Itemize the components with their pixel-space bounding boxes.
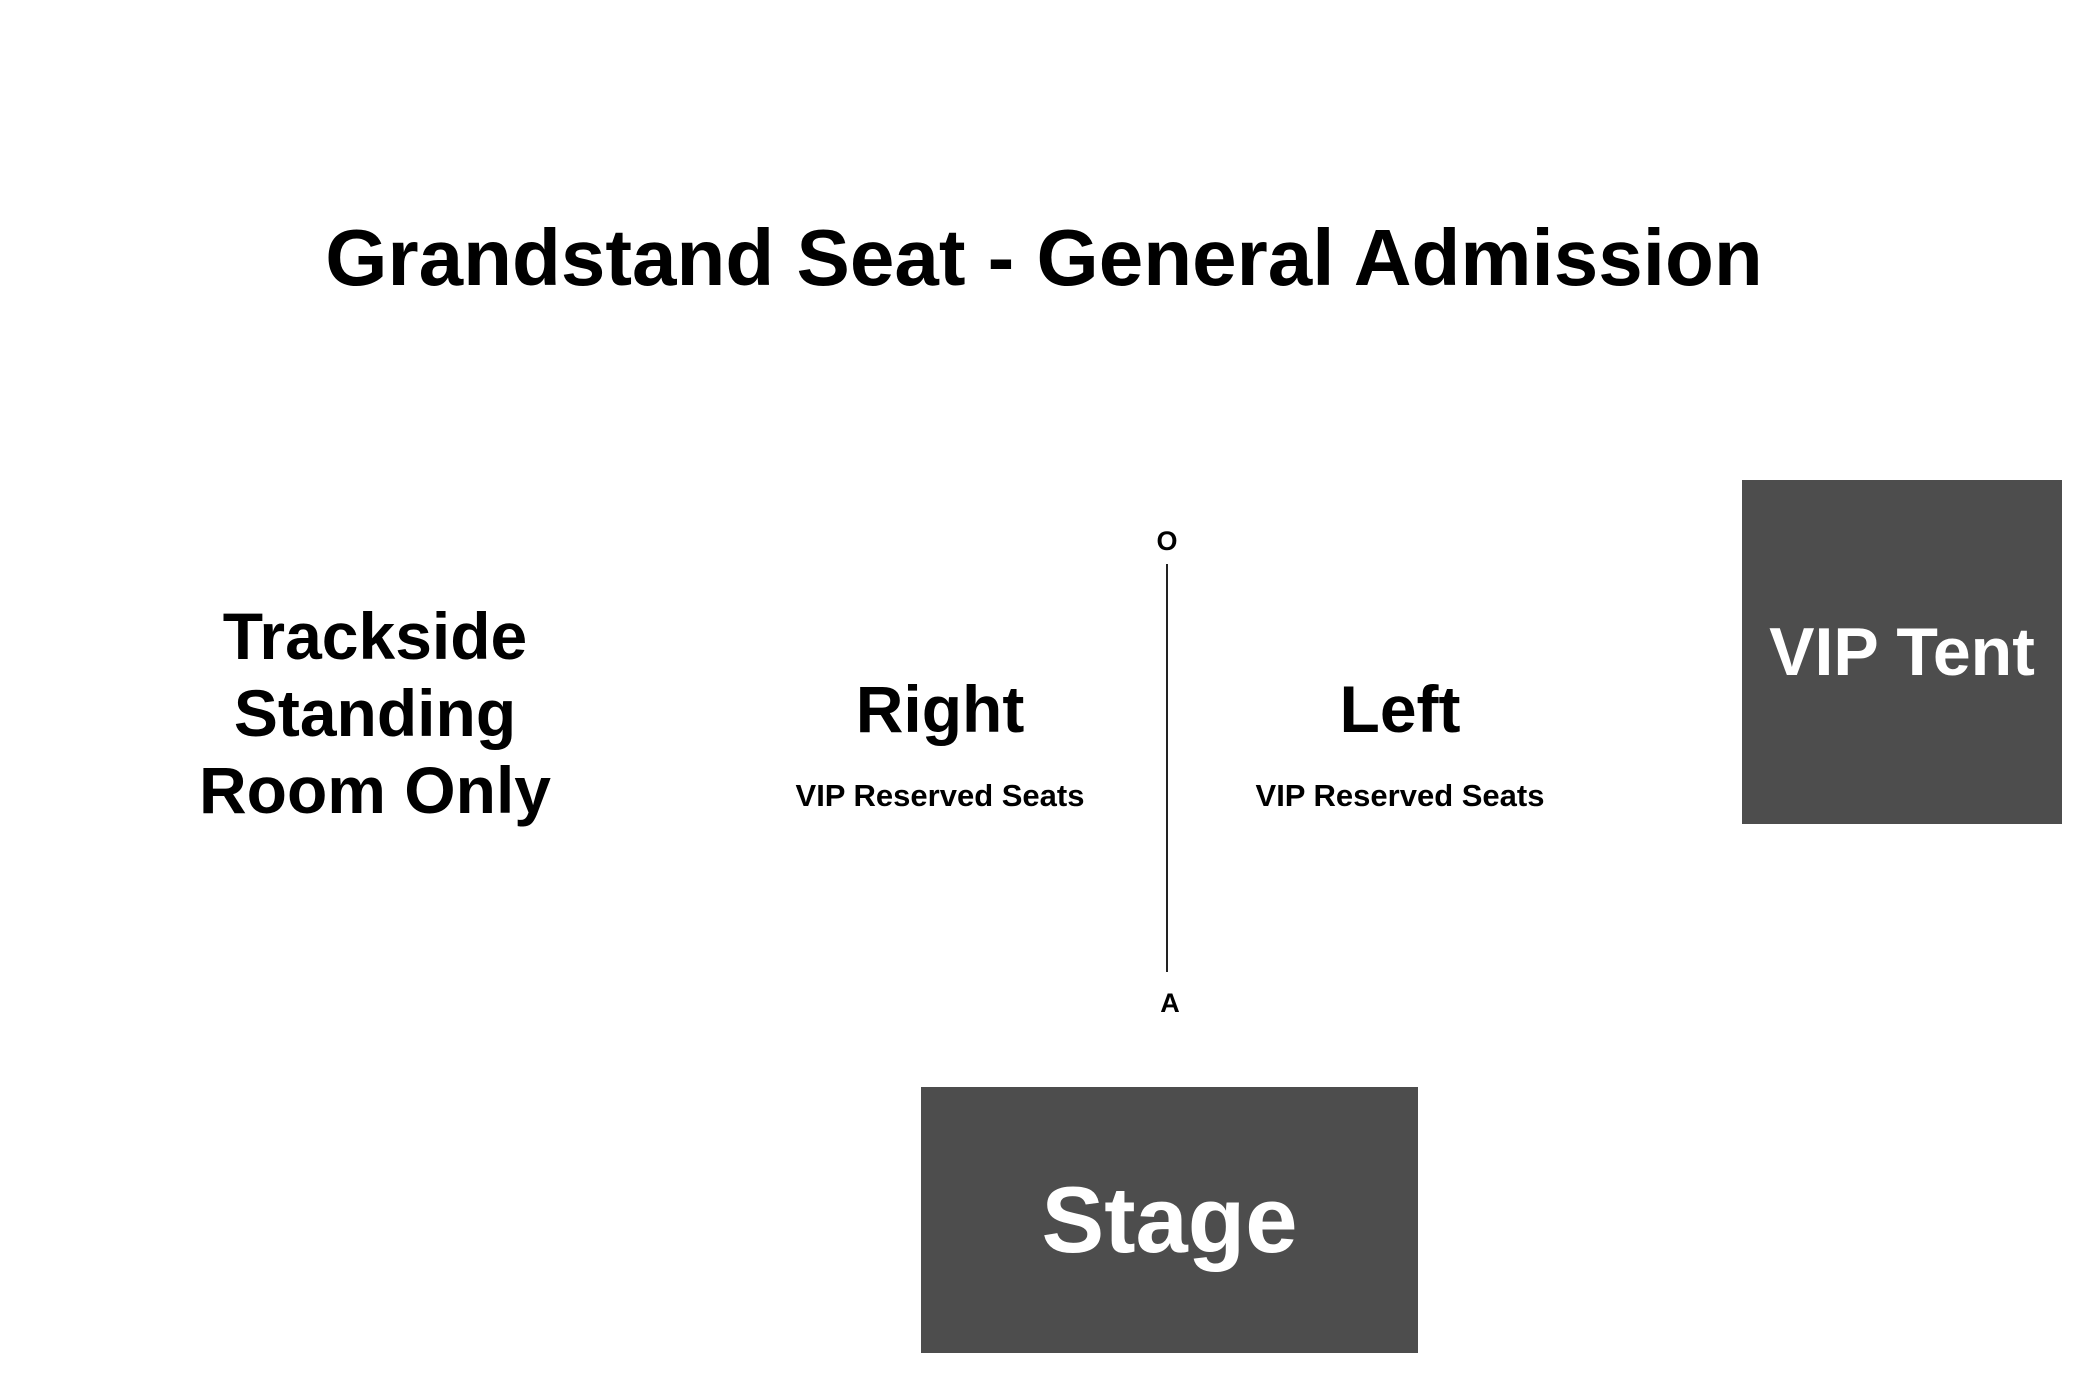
section-trackside-standing[interactable]: Trackside Standing Room Only bbox=[198, 599, 551, 827]
row-divider-line bbox=[1166, 564, 1168, 972]
row-label-bottom: A bbox=[1160, 988, 1180, 1018]
section-left-label[interactable]: Left bbox=[1339, 672, 1461, 746]
vip-tent-block[interactable]: VIP Tent bbox=[1742, 480, 2062, 824]
row-label-top: O bbox=[1156, 526, 1178, 556]
stage-label: Stage bbox=[1041, 1167, 1298, 1272]
vip-tent-label: VIP Tent bbox=[1769, 614, 2035, 690]
map-title: Grandstand Seat - General Admission bbox=[325, 213, 1763, 302]
section-left-subtitle: VIP Reserved Seats bbox=[1255, 778, 1545, 813]
stage-block[interactable]: Stage bbox=[921, 1087, 1418, 1353]
section-right-subtitle: VIP Reserved Seats bbox=[795, 778, 1085, 813]
section-right-label[interactable]: Right bbox=[855, 672, 1025, 746]
